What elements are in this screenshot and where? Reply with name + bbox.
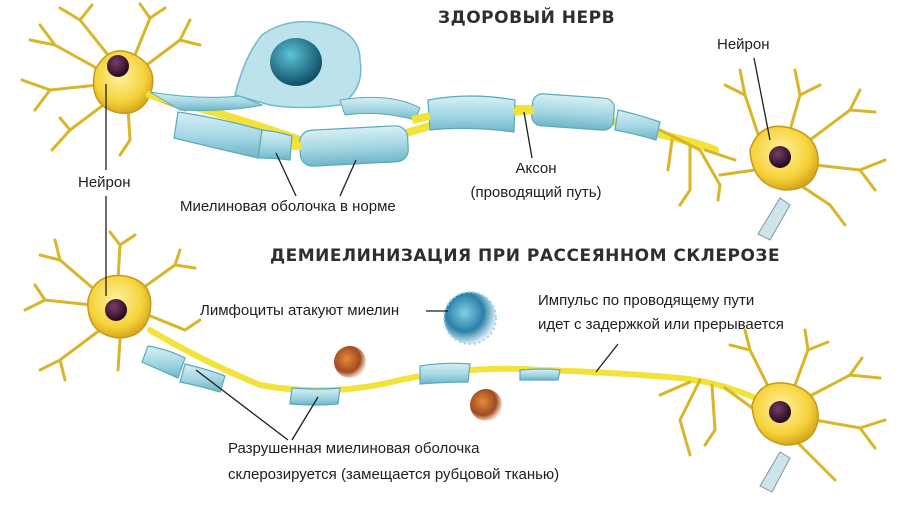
label-neuron-right: Нейрон bbox=[717, 36, 770, 53]
label-axon: Аксон (проводящий путь) bbox=[456, 160, 616, 202]
neuron-bottom-left-nucleus bbox=[105, 299, 127, 321]
neuron-top-left-nucleus bbox=[107, 55, 129, 77]
label-axon-line1: Аксон bbox=[515, 160, 557, 177]
lymphocyte-brown-1 bbox=[334, 346, 366, 378]
neuron-bottom-right-dendrites bbox=[728, 328, 887, 482]
myelin-segments-damaged bbox=[141, 345, 561, 406]
electrode-top bbox=[757, 197, 791, 241]
title-healthy-nerve: ЗДОРОВЫЙ НЕРВ bbox=[438, 8, 616, 28]
axon-terminal-bottom bbox=[658, 378, 757, 457]
title-demyelination: ДЕМИЕЛИНИЗАЦИЯ ПРИ РАССЕЯННОМ СКЛЕРОЗЕ bbox=[270, 246, 781, 266]
neuron-top-right-dendrites bbox=[718, 68, 887, 227]
label-axon-line2: (проводящий путь) bbox=[470, 184, 602, 201]
myelin-segments-healthy bbox=[173, 93, 661, 167]
label-destroyed-line1: Разрушенная миелиновая оболочка bbox=[228, 440, 480, 457]
lymphocyte-blue bbox=[443, 291, 497, 345]
label-destroyed-myelin: Разрушенная миелиновая оболочка склерози… bbox=[228, 440, 559, 484]
neuron-top-right-nucleus bbox=[769, 146, 791, 168]
lymphocyte-brown-2 bbox=[470, 389, 502, 421]
axon-terminal-top bbox=[658, 128, 737, 207]
neuron-bottom-right-nucleus bbox=[769, 401, 791, 423]
label-impulse-line2: идет с задержкой или прерывается bbox=[538, 316, 784, 333]
leader-lines bbox=[105, 57, 771, 441]
label-impulse: Импульс по проводящему пути идет с задер… bbox=[538, 292, 784, 334]
healthy-nerve bbox=[20, 2, 887, 241]
schwann-cell-process-left bbox=[149, 91, 264, 111]
schwann-cell-process-right bbox=[339, 96, 421, 121]
label-neuron-left: Нейрон bbox=[78, 174, 131, 191]
demyelinated-nerve bbox=[23, 230, 887, 493]
label-lymphocytes: Лимфоциты атакуют миелин bbox=[200, 302, 400, 319]
schwann-cell-nucleus bbox=[270, 38, 322, 86]
neuron-bottom-left-dendrites bbox=[23, 230, 202, 382]
label-impulse-line1: Импульс по проводящему пути bbox=[538, 292, 755, 309]
electrode-bottom bbox=[759, 451, 791, 493]
label-myelin-normal: Миелиновая оболочка в норме bbox=[180, 198, 396, 215]
label-destroyed-line2: склерозируется (замещается рубцовой ткан… bbox=[228, 466, 560, 483]
